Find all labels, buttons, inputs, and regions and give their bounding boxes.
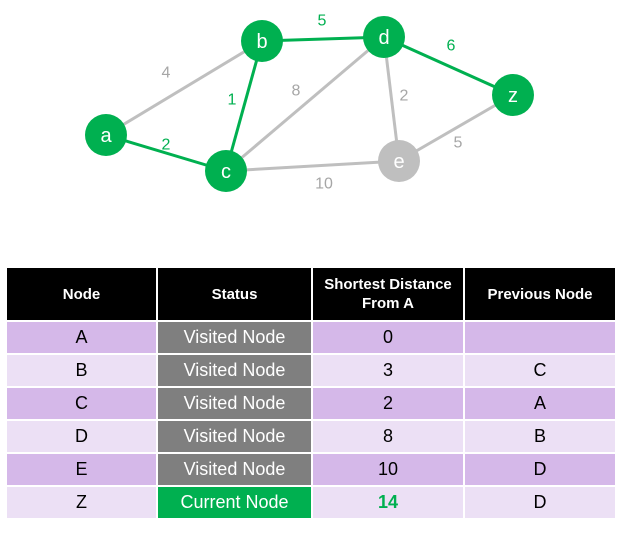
header-node: Node [5,266,158,322]
node-e: e [378,140,420,182]
status-cell: Visited Node [156,353,313,388]
node-circle-c [205,150,247,192]
status-cell: Visited Node [156,386,313,421]
node-b: b [241,20,283,62]
node-label-a: a [100,125,112,147]
edge-e-z [398,93,514,163]
node-circle-a [85,114,127,156]
header-previous-node: Previous Node [463,266,617,322]
header-status: Status [156,266,313,322]
edge-weight-e-z: 5 [454,135,463,152]
node-label-z: z [508,85,518,107]
node-circle-z [492,74,534,116]
edge-d-z [383,35,514,97]
node-circle-b [241,20,283,62]
previous-node-cell: B [463,419,617,454]
edge-weight-b-d: 5 [318,13,327,30]
edge-weight-b-c: 1 [228,92,237,109]
distance-cell: 0 [311,320,465,355]
edge-c-d [225,35,385,173]
edge-weight-a-b: 4 [162,65,171,82]
node-circle-d [363,16,405,58]
distance-cell: 2 [311,386,465,421]
distance-cell: 8 [311,419,465,454]
node-cell: C [5,386,158,421]
node-label-e: e [393,151,404,173]
node-d: d [363,16,405,58]
distance-cell: 3 [311,353,465,388]
node-label-d: d [378,27,389,49]
edge-weight-d-e: 2 [400,88,409,105]
status-cell: Visited Node [156,452,313,487]
status-cell: Visited Node [156,419,313,454]
header-shortest-distance-label: Shortest Distance From A [324,276,452,312]
edge-weight-c-d: 8 [292,83,301,100]
node-cell: A [5,320,158,355]
distance-table: Node Status Shortest Distance From A Pre… [5,266,617,520]
node-label-c: c [221,161,231,183]
previous-node-cell: A [463,386,617,421]
previous-node-cell: C [463,353,617,388]
edge-b-c [224,40,264,172]
distance-cell: 14 [311,485,465,520]
edge-weight-c-e: 10 [315,176,333,193]
node-circle-e [378,140,420,182]
distance-cell: 10 [311,452,465,487]
node-cell: Z [5,485,158,520]
previous-node-cell: D [463,485,617,520]
node-cell: B [5,353,158,388]
edge-c-e [225,159,400,173]
node-a: a [85,114,127,156]
node-cell: E [5,452,158,487]
edge-a-b [105,39,263,137]
graph-diagram: 4 2 1 5 8 2 6 10 5 a b c d e z [85,13,534,193]
header-shortest-distance: Shortest Distance From A [311,266,465,322]
previous-node-cell [463,320,617,355]
status-cell: Visited Node [156,320,313,355]
edge-weight-d-z: 6 [447,38,456,55]
edge-weight-a-c: 2 [162,137,171,154]
status-cell: Current Node [156,485,313,520]
node-label-b: b [256,31,267,53]
node-z: z [492,74,534,116]
node-c: c [205,150,247,192]
previous-node-cell: D [463,452,617,487]
node-cell: D [5,419,158,454]
table-header-row: Node Status Shortest Distance From A Pre… [5,266,617,322]
